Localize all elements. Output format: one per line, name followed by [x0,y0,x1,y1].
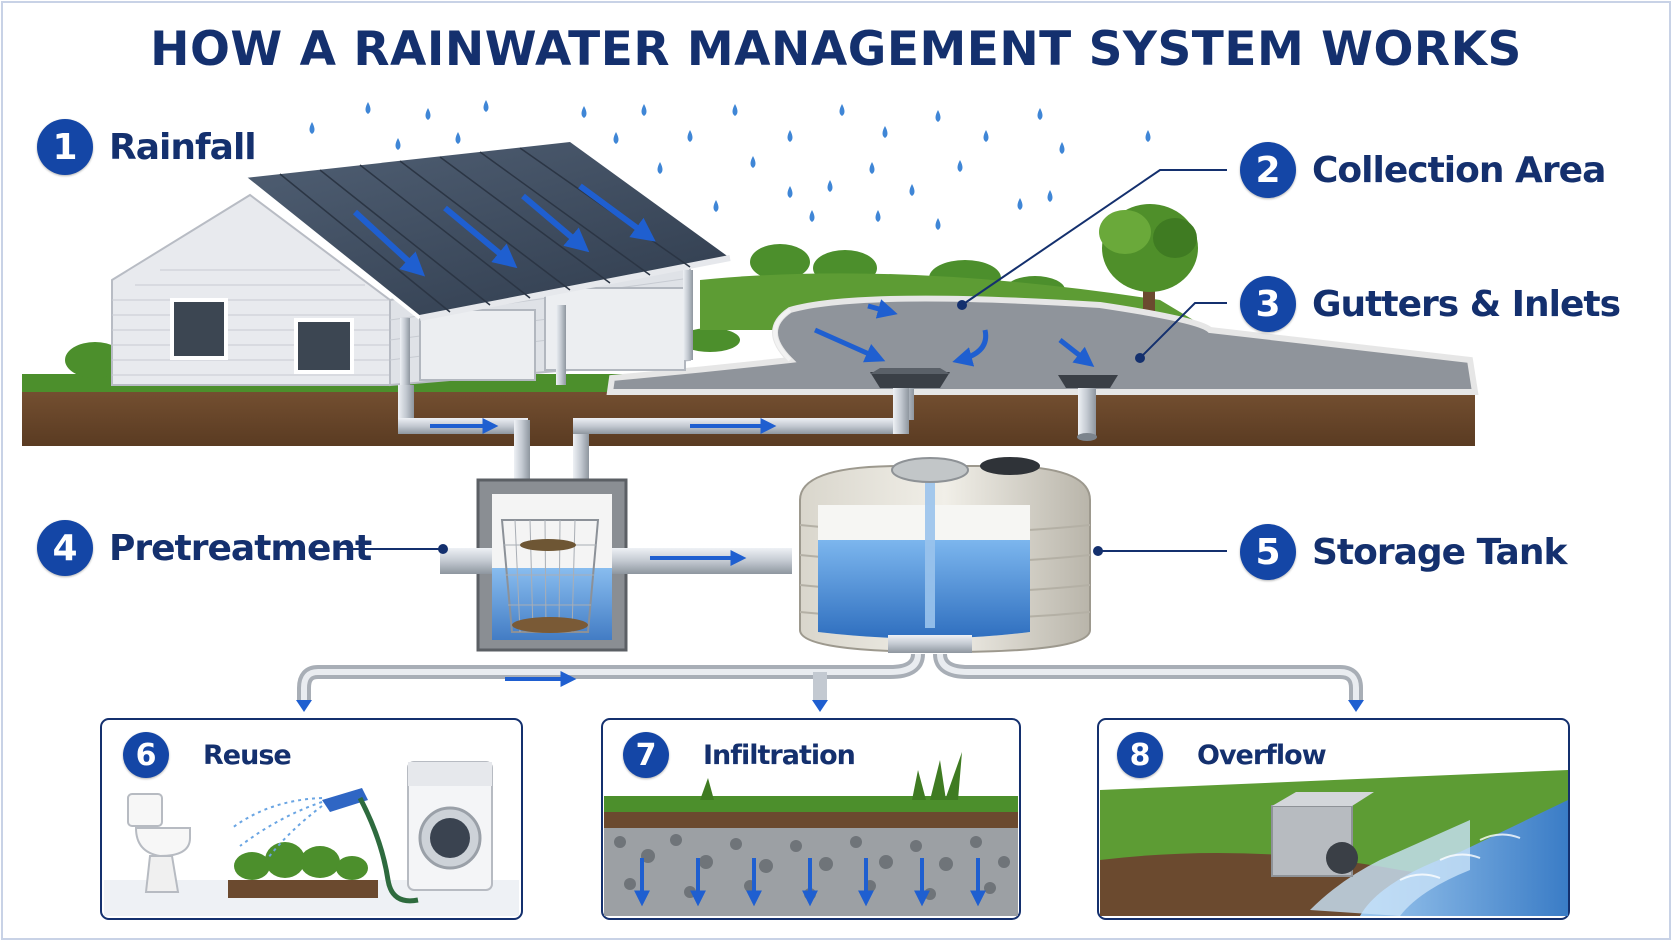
step-label: Reuse [203,739,292,771]
paved-surface [606,295,1479,395]
step-label: Collection Area [1312,149,1606,191]
step-label: Storage Tank [1312,531,1567,573]
step-storage-tank: 5 Storage Tank [1240,524,1567,580]
storage-tank [799,457,1091,654]
step-rainfall: 1 Rainfall [37,119,257,175]
distribution-pipe [296,653,1364,712]
step-label: Pretreatment [109,527,372,569]
leader-lines [340,169,1227,552]
step-number-badge: 2 [1240,142,1296,198]
rain-drops [309,100,1151,230]
overflow-illustration [1100,770,1568,916]
step-pretreatment: 4 Pretreatment [37,520,372,576]
step-number-badge: 6 [123,732,169,778]
step-infiltration: 7 Infiltration [623,732,856,778]
step-number-badge: 5 [1240,524,1296,580]
step-label: Overflow [1197,739,1327,771]
step-label: Infiltration [703,739,856,771]
step-reuse: 6 Reuse [123,732,292,778]
step-label: Gutters & Inlets [1312,283,1621,325]
step-label: Rainfall [109,126,257,168]
surface-flow-arrows [813,299,1095,367]
step-number-badge: 7 [623,732,669,778]
inlet-pipes [398,385,909,482]
tree [1099,204,1198,327]
house [88,142,731,390]
step-collection-area: 2 Collection Area [1240,142,1606,198]
step-number-badge: 3 [1240,276,1296,332]
storm-drain-2 [1058,375,1118,441]
step-number-badge: 8 [1117,732,1163,778]
reuse-illustration [104,761,519,916]
pretreatment-chamber [440,478,792,652]
step-number-badge: 4 [37,520,93,576]
step-gutters-inlets: 3 Gutters & Inlets [1240,276,1621,332]
step-overflow: 8 Overflow [1117,732,1327,778]
page-title: HOW A RAINWATER MANAGEMENT SYSTEM WORKS [150,22,1522,77]
step-number-badge: 1 [37,119,93,175]
infiltration-illustration [604,752,1018,916]
